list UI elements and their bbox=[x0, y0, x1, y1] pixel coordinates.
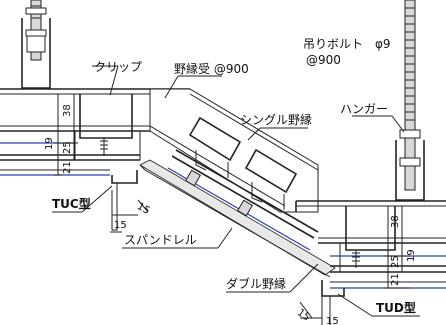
label-double-nobuchi: ダブル野縁 bbox=[226, 276, 286, 291]
label-hanger: ハンガー bbox=[340, 102, 388, 116]
label-spandrel: スパンドレル bbox=[124, 233, 197, 247]
dim-left-15b: 15 bbox=[114, 220, 127, 231]
sloped-nobuchi-uke bbox=[149, 88, 319, 213]
dim-right-25: 25 bbox=[390, 255, 401, 268]
left-hanger-bolt bbox=[21, 0, 51, 89]
label-tsuri-pitch: @900 bbox=[306, 53, 341, 67]
label-clip: クリップ bbox=[94, 60, 142, 74]
label-tuc: TUC型 bbox=[52, 196, 91, 211]
dim-left-25: 25 bbox=[62, 141, 73, 154]
right-hanger-bolt bbox=[395, 0, 425, 201]
dim-right-21: 21 bbox=[390, 273, 401, 286]
dim-right-15b: 15 bbox=[326, 316, 339, 325]
dim-left-38: 38 bbox=[62, 104, 73, 117]
dim-right-38: 38 bbox=[390, 215, 401, 228]
dim-left-21: 21 bbox=[62, 161, 73, 174]
dim-left-19: 19 bbox=[44, 137, 55, 150]
left-dimension-lines bbox=[54, 94, 149, 233]
left-clip bbox=[74, 94, 141, 161]
spandrel-panel bbox=[139, 159, 336, 278]
dim-right-19: 19 bbox=[406, 249, 417, 262]
right-dimension-lines bbox=[299, 206, 410, 319]
tuc-trim bbox=[111, 170, 138, 231]
label-nobuchi-uke: 野縁受 @900 bbox=[174, 61, 249, 76]
leader-lines bbox=[52, 65, 420, 317]
right-nobuchi-uke bbox=[295, 200, 446, 244]
dim-right-15a: 15 bbox=[295, 307, 312, 323]
label-single-nobuchi: シングル野縁 bbox=[240, 112, 312, 127]
tud-trim bbox=[321, 280, 345, 325]
label-tud: TUD型 bbox=[376, 300, 416, 315]
single-nobuchi-brackets bbox=[167, 116, 319, 251]
label-tsuri-bolt: 吊りボルト φ9 bbox=[303, 37, 391, 51]
